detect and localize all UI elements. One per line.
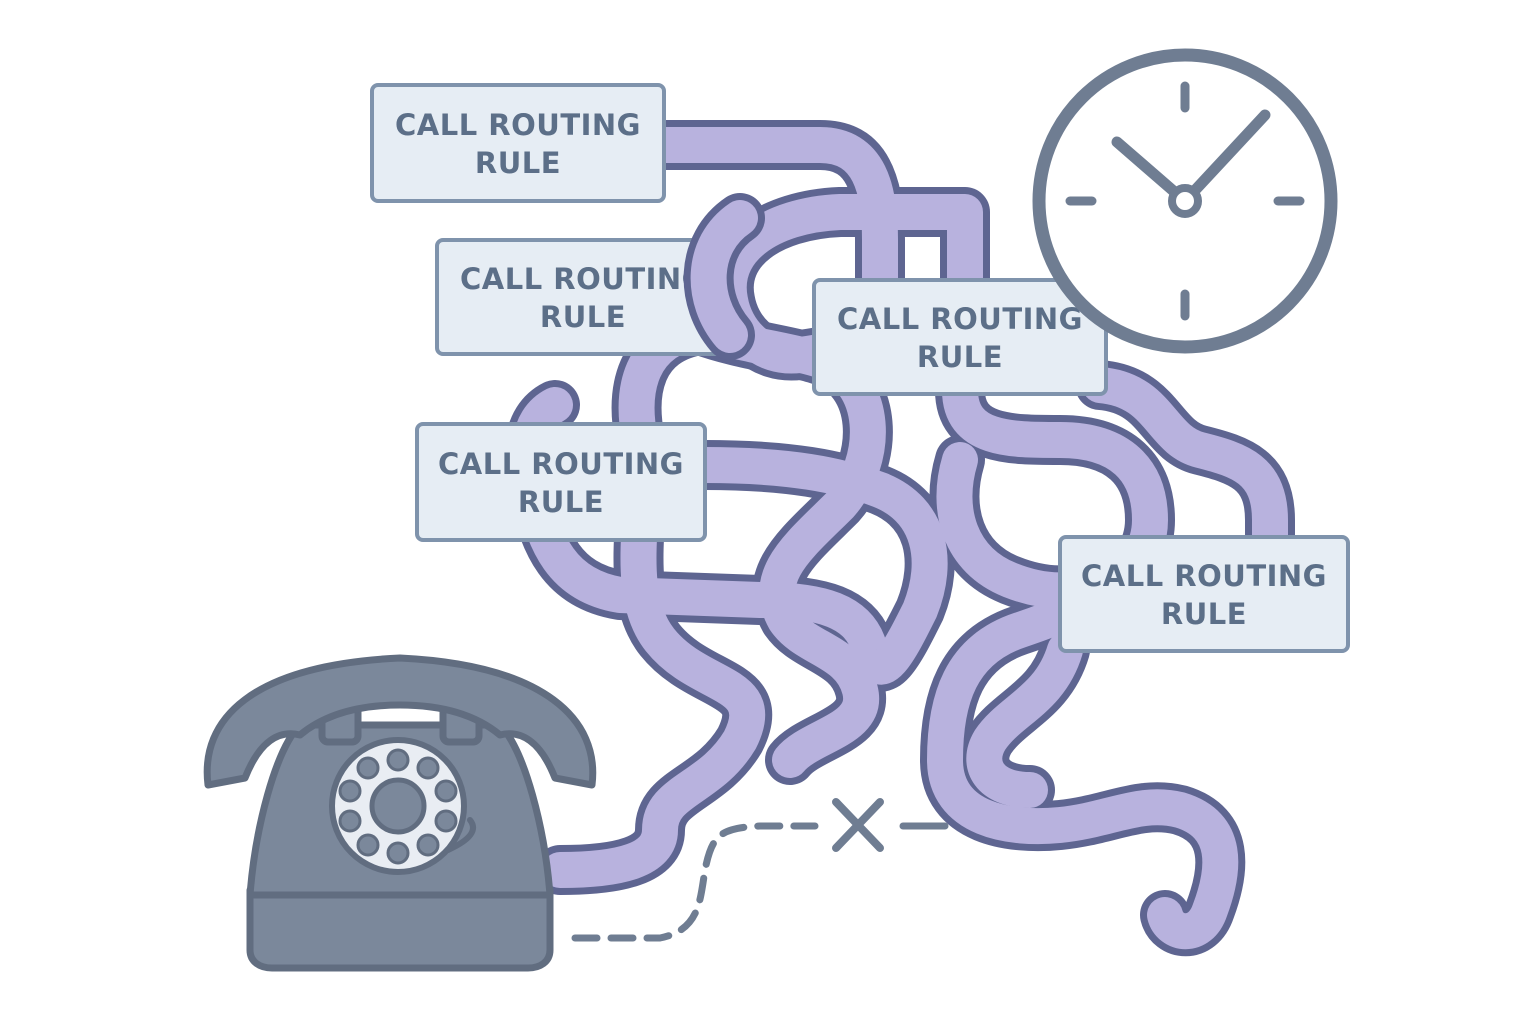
- cable-7: [1082, 367, 1288, 563]
- rule-label-1: CALL ROUTING RULE: [370, 83, 666, 203]
- rotary-telephone-icon: [203, 654, 597, 972]
- rule-label-4-line1: CALL ROUTING: [438, 447, 684, 481]
- rule-label-2-line1: CALL ROUTING: [460, 262, 706, 296]
- rule-label-2: CALL ROUTING RULE: [435, 238, 731, 356]
- rule-label-3: CALL ROUTING RULE: [812, 278, 1108, 396]
- overlap-cable: [683, 193, 765, 360]
- phone-dial-holes: [338, 748, 458, 865]
- clock-ticks: [1065, 81, 1305, 321]
- phone-base: [246, 886, 554, 972]
- phone-dial-center: [369, 777, 427, 835]
- rule-label-1-line1: CALL ROUTING: [395, 108, 641, 142]
- phone-handset: [203, 654, 597, 789]
- rule-label-3-line2: RULE: [917, 340, 1003, 374]
- rule-label-5-line2: RULE: [1161, 597, 1247, 631]
- rule-label-1-line2: RULE: [475, 146, 561, 180]
- rule-label-5-line1: CALL ROUTING: [1081, 559, 1327, 593]
- phone-finger-stop: [445, 817, 476, 853]
- clock-icon: [1032, 48, 1338, 354]
- rule-label-2-line2: RULE: [540, 300, 626, 334]
- rule-label-4: CALL ROUTING RULE: [415, 422, 707, 542]
- rule-label-5: CALL ROUTING RULE: [1058, 535, 1350, 653]
- rule-label-4-line2: RULE: [518, 485, 604, 519]
- disconnected-line: [571, 798, 949, 942]
- dashed-path: [571, 822, 819, 942]
- cable-8: [966, 632, 1083, 808]
- x-mark-icon: [832, 798, 884, 852]
- clock-center: [1168, 184, 1202, 218]
- cable-5: [927, 372, 1239, 950]
- rule-label-3-line1: CALL ROUTING: [837, 302, 1083, 336]
